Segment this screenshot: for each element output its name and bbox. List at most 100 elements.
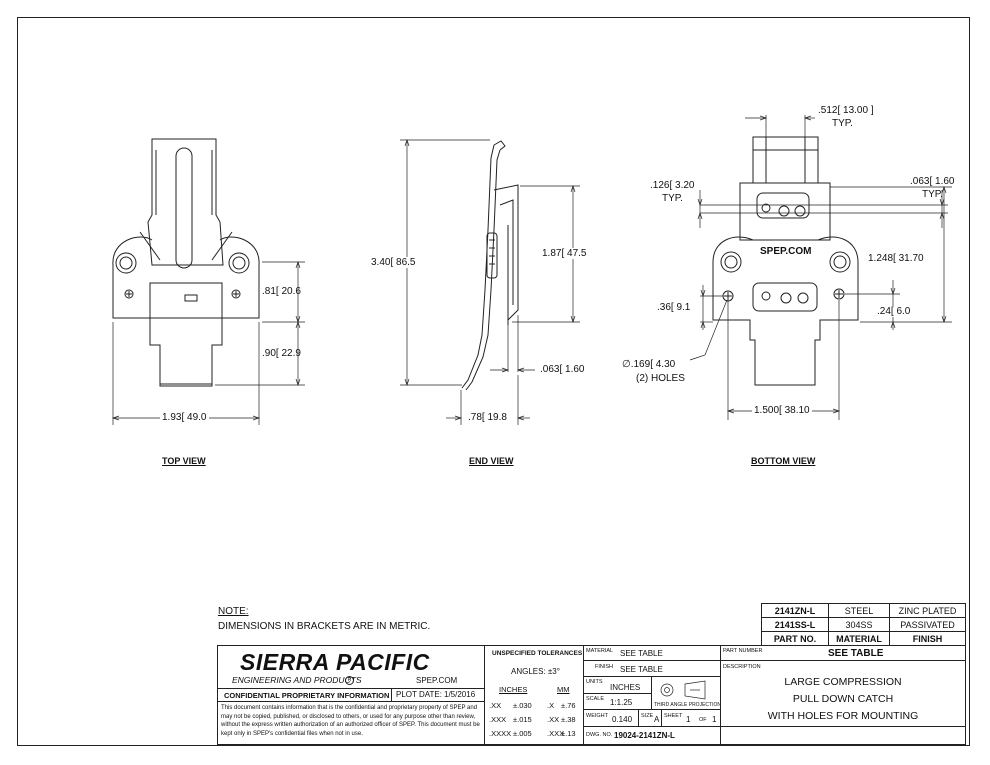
description-text: LARGE COMPRESSION PULL DOWN CATCH WITH H… (721, 674, 965, 725)
bottom-view-dims (689, 115, 952, 420)
parts-cell: STEEL (828, 603, 890, 618)
projection-cell: THIRD ANGLE PROJECTION (651, 676, 721, 710)
company-url: SPEP.COM (416, 676, 458, 685)
dim-end-063: .063[ 1.60 (540, 364, 585, 375)
material-cell: MATERIAL SEE TABLE (583, 645, 721, 661)
dwg-no-value: 19024-2141ZN-L (614, 731, 675, 740)
parts-cell: ZINC PLATED (889, 603, 966, 618)
label-top-view: TOP VIEW (162, 456, 206, 466)
sheet-label: SHEET (664, 713, 683, 719)
part-number-cell: PART NUMBER SEE TABLE (720, 645, 966, 661)
dim-end-187: 1.87[ 47.5 (542, 248, 587, 259)
parts-cell: 304SS (828, 617, 890, 632)
material-label: MATERIAL (586, 648, 614, 654)
dim-bot-holes: (2) HOLES (636, 373, 685, 384)
top-view-drawing (112, 138, 260, 387)
tolerance-table: .XX±.030.X±.76 .XXX±.015.XX±.38 .XXXX±.0… (489, 699, 576, 741)
dim-bot-063: .063[ 1.60 (910, 176, 955, 187)
dim-bot-1500: 1.500[ 38.10 (752, 405, 812, 416)
tolerance-block: UNSPECIFIED TOLERANCES ANGLES: ±3° INCHE… (484, 645, 584, 745)
projection-symbol (660, 680, 706, 700)
dim-bot-024: .24[ 6.0 (877, 306, 911, 317)
parts-header: PART NO. (761, 631, 829, 646)
material-value: SEE TABLE (620, 649, 663, 658)
dwg-no-cell: DWG. NO. 19024-2141ZN-L (583, 726, 721, 745)
company-block: SIERRA PACIFIC ENGINEERING AND PRODUCTS … (217, 645, 485, 689)
description-line: WITH HOLES FOR MOUNTING (767, 710, 919, 722)
description-line: PULL DOWN CATCH (792, 693, 894, 705)
blank-cell (720, 726, 966, 745)
tolerance-mm: MM (557, 685, 570, 694)
sheet-total: 1 (712, 715, 717, 724)
dim-top-193: 1.93[ 49.0 (160, 412, 209, 423)
tolerance-angles: ANGLES: ±3° (511, 667, 560, 676)
size-value: A (654, 715, 660, 724)
disclaimer-text: This document contains information that … (221, 705, 480, 737)
dim-bot-063-typ: TYP. (922, 189, 943, 200)
bottom-view-drawing (712, 136, 859, 386)
scale-label: SCALE (586, 696, 605, 702)
dim-bot-512-typ: TYP. (832, 118, 853, 129)
finish-cell: FINISH SEE TABLE (583, 660, 721, 677)
confidential-label: CONFIDENTIAL PROPRIETARY INFORMATION (224, 691, 390, 700)
company-name: SIERRA PACIFIC (240, 649, 430, 675)
units-value: INCHES (610, 683, 641, 692)
description-line: LARGE COMPRESSION (784, 676, 902, 688)
part-number-label: PART NUMBER (723, 648, 763, 654)
projection-label: THIRD ANGLE PROJECTION (654, 702, 721, 708)
dim-bot-512: .512[ 13.00 ] (818, 105, 874, 116)
dim-bot-126-typ: TYP. (662, 193, 683, 204)
confidential-cell: CONFIDENTIAL PROPRIETARY INFORMATION (217, 688, 392, 702)
parts-cell: 2141ZN-L (761, 603, 829, 618)
label-end-view: END VIEW (469, 456, 514, 466)
tolerance-row: .XX±.030.X±.76 (489, 701, 576, 710)
scale-cell: SCALE 1:1.25 (583, 693, 652, 710)
dim-bot-1248: 1.248[ 31.70 (868, 253, 924, 264)
description-label: DESCRIPTION (723, 664, 761, 670)
plot-date-label: PLOT DATE: (396, 690, 442, 699)
weight-cell: WEIGHT 0.140 (583, 709, 639, 727)
tolerance-row: .XXXX±.005.XXX±.13 (489, 729, 576, 738)
top-view-dims (111, 260, 305, 425)
finish-label: FINISH (595, 664, 614, 670)
sheet-of: OF (699, 717, 707, 723)
label-bottom-view: BOTTOM VIEW (751, 456, 816, 466)
part-number-value: SEE TABLE (828, 648, 884, 659)
dim-end-340: 3.40[ 86.5 (371, 257, 416, 268)
registered-mark: R (345, 676, 354, 685)
parts-cell: PASSIVATED (889, 617, 966, 632)
parts-header: MATERIAL (828, 631, 890, 646)
dim-top-090: .90[ 22.9 (262, 348, 301, 359)
tolerance-inches: INCHES (499, 685, 528, 694)
weight-value: 0.140 (612, 715, 633, 724)
plot-date-cell: PLOT DATE: 1/5/2016 (391, 688, 485, 702)
company-sub: ENGINEERING AND PRODUCTS (232, 675, 362, 685)
description-cell: DESCRIPTION LARGE COMPRESSION PULL DOWN … (720, 660, 966, 727)
tolerance-row: .XXX±.015.XX±.38 (489, 715, 576, 724)
finish-value: SEE TABLE (620, 665, 663, 674)
sheet-number: 1 (686, 715, 691, 724)
drawing-border (17, 17, 970, 746)
sheet-cell: SHEET 1 OF 1 (661, 709, 721, 727)
units-cell: UNITS INCHES (583, 676, 652, 694)
weight-label: WEIGHT (586, 713, 608, 719)
note-title: NOTE: (218, 606, 249, 617)
note-text: DIMENSIONS IN BRACKETS ARE IN METRIC. (218, 621, 431, 632)
units-label: UNITS (586, 679, 603, 685)
dim-bot-126: .126[ 3.20 (650, 180, 695, 191)
parts-cell: 2141SS-L (761, 617, 829, 632)
disclaimer-cell: This document contains information that … (217, 701, 485, 745)
dim-top-081: .81[ 20.6 (262, 286, 301, 297)
plot-date-value: 1/5/2016 (444, 690, 476, 699)
size-label: SIZE (641, 713, 654, 719)
dim-end-078: .78[ 19.8 (468, 412, 507, 423)
dim-bot-036: .36[ 9.1 (657, 302, 691, 313)
parts-header: FINISH (889, 631, 966, 646)
dim-bot-169: ∅.169[ 4.30 (622, 359, 676, 370)
dwg-no-label: DWG. NO. (586, 732, 613, 738)
size-cell: SIZE A (638, 709, 662, 727)
tolerance-title: UNSPECIFIED TOLERANCES (492, 650, 583, 657)
part-stamp-text: SPEP.COM (760, 246, 812, 257)
